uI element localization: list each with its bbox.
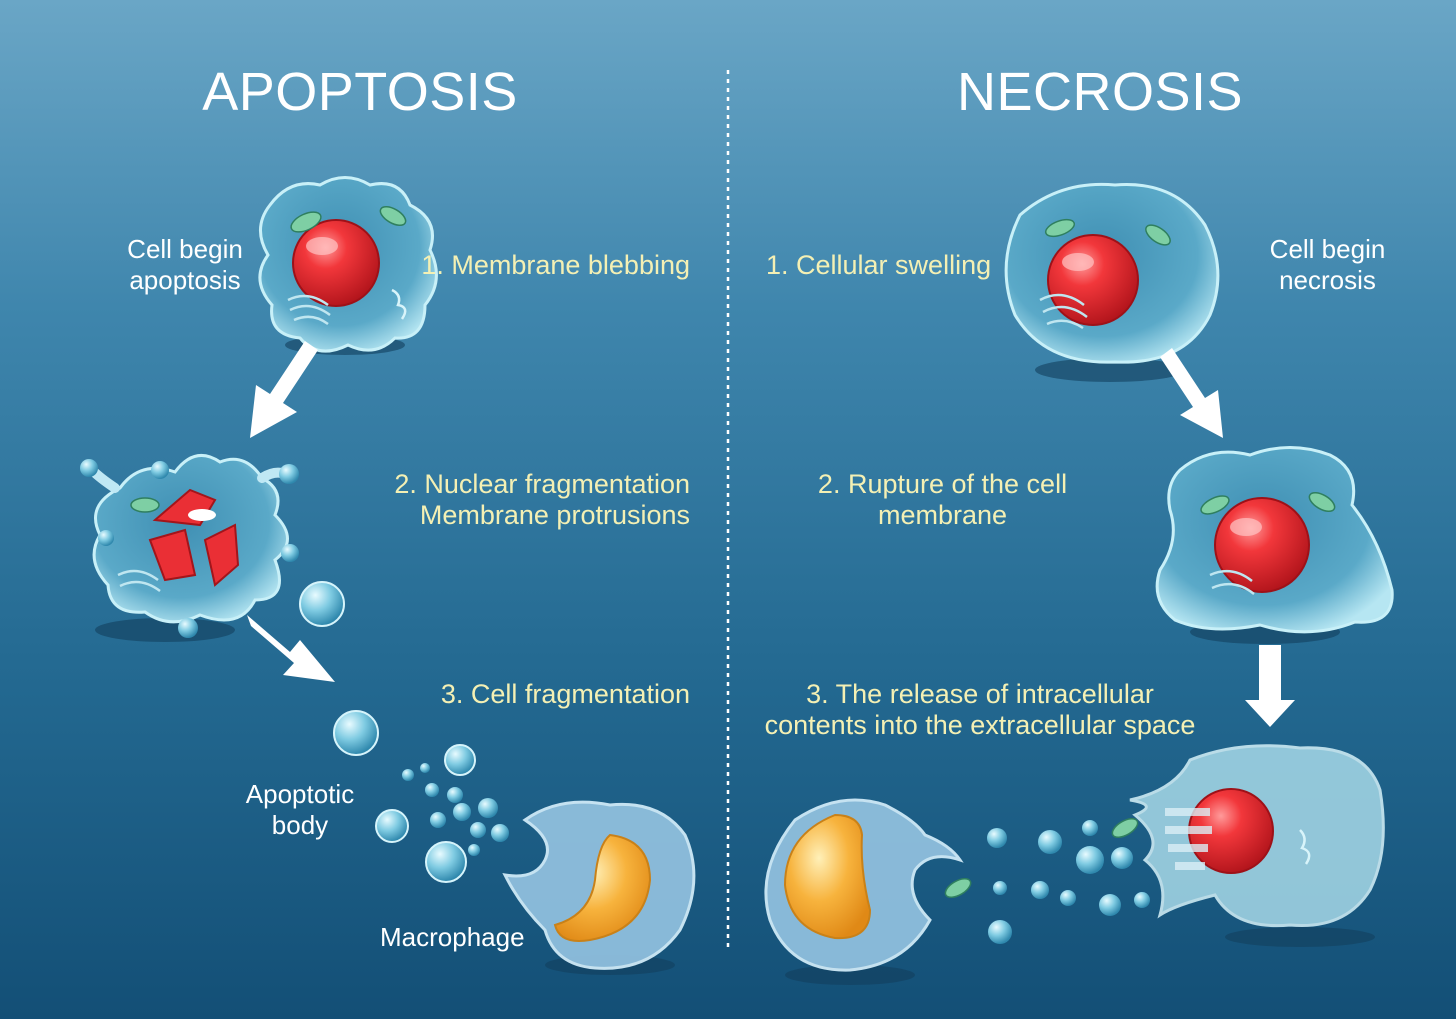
apoptosis-step-1: 1. Membrane blebbing (421, 250, 690, 280)
necrosis-step-3: 3. The release of intracellular contents… (764, 679, 1196, 740)
macrophage-left (502, 800, 696, 970)
apoptosis-title: APOPTOSIS (202, 62, 518, 122)
apoptotic-body-label: Apoptotic body (245, 779, 355, 840)
apoptosis-cell-start (258, 176, 438, 353)
necrosis-cell-swollen (1155, 446, 1394, 634)
necrosis-title: NECROSIS (956, 62, 1244, 122)
macrophage-right (764, 798, 964, 972)
necrosis-cell-start (1004, 182, 1220, 364)
necrosis-arrow-2 (1245, 645, 1295, 727)
apoptosis-step-3: 3. Cell fragmentation (440, 679, 690, 709)
apoptotic-vesicle (299, 581, 345, 627)
apoptotic-bodies (333, 710, 509, 883)
necrosis-arrow-1 (1160, 348, 1223, 438)
apoptosis-cell-fragmenting (80, 453, 299, 638)
necrosis-start-label: Cell begin necrosis (1269, 234, 1386, 295)
necrosis-cell-ruptured (1129, 744, 1385, 928)
apoptosis-start-label: Cell begin apoptosis (127, 234, 243, 295)
necrosis-step-1: 1. Cellular swelling (766, 250, 992, 280)
apoptosis-arrow-1 (250, 341, 318, 438)
apoptosis-arrow-2 (247, 615, 335, 682)
necrosis-step-2: 2. Rupture of the cell membrane (817, 469, 1068, 530)
released-contents (944, 817, 1150, 944)
macrophage-label: Macrophage (380, 922, 525, 952)
apoptosis-step-2: 2. Nuclear fragmentation Membrane protru… (394, 469, 690, 530)
